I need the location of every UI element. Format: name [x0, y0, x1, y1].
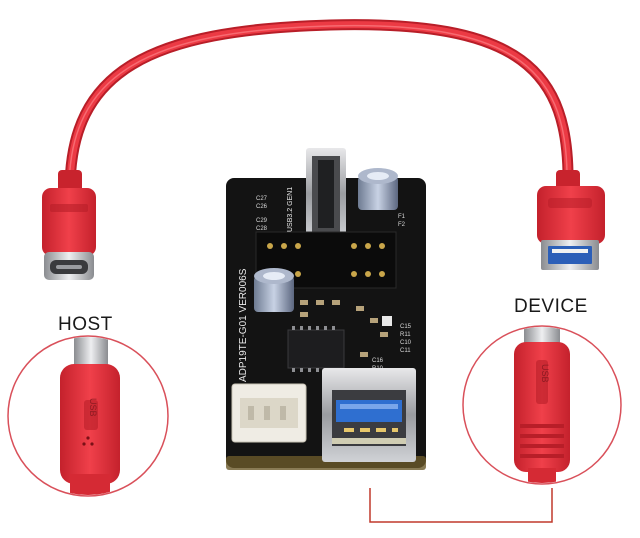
svg-text:C11: C11 — [400, 348, 411, 354]
svg-text:C27: C27 — [256, 196, 268, 202]
host-label: HOST — [58, 314, 113, 335]
svg-text:R11: R11 — [400, 332, 411, 338]
svg-text:C29: C29 — [256, 218, 268, 224]
capacitor-top — [358, 168, 398, 210]
svg-text:C16: C16 — [372, 358, 384, 364]
svg-text:F1: F1 — [398, 214, 406, 220]
usb-c-plug-icon — [42, 170, 96, 280]
svg-text:USB: USB — [540, 364, 550, 383]
board-model-silkscreen: ADP19TE-G01 VER006S — [238, 268, 249, 382]
capacitor-left — [254, 268, 294, 312]
host-callout-circle: USB — [7, 335, 169, 497]
connector-silkscreen: USB3.2 GEN1 — [287, 187, 294, 232]
svg-text:F2: F2 — [398, 222, 406, 228]
svg-text:C10: C10 — [400, 340, 412, 346]
svg-text:USB: USB — [88, 398, 98, 417]
jst-connector — [231, 383, 307, 443]
callout-line — [369, 488, 553, 523]
svg-text:C26: C26 — [256, 204, 268, 210]
device-label: DEVICE — [514, 296, 588, 317]
svg-text:C15: C15 — [400, 324, 412, 330]
svg-text:C28: C28 — [256, 226, 268, 232]
usb-a-plug-icon — [537, 170, 605, 270]
usb-a-port — [322, 368, 416, 462]
device-callout-circle: USB — [462, 325, 622, 485]
